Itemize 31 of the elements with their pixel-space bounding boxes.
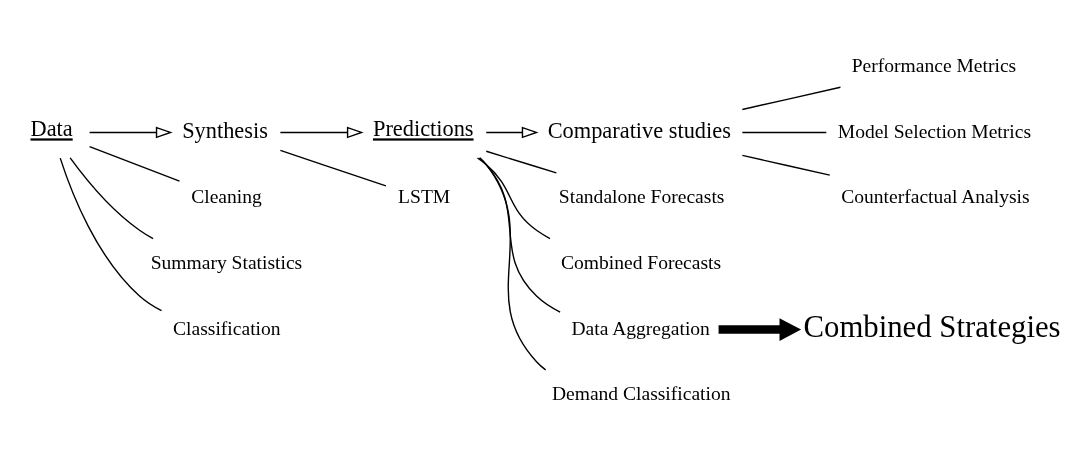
node-text: Data	[30, 116, 73, 142]
connector	[741, 86, 842, 111]
connector	[479, 157, 547, 371]
node-text: Comparative studies	[547, 117, 731, 143]
node-text: Performance Metrics	[851, 54, 1017, 76]
node-text: Cleaning	[191, 186, 262, 208]
connector	[279, 149, 387, 187]
connector	[478, 157, 561, 313]
node-text: Standalone Forecasts	[558, 186, 725, 208]
node-text: Counterfactual Analysis	[841, 186, 1030, 208]
node-text: Model Selection Metrics	[837, 120, 1032, 142]
node-text: Predictions	[372, 116, 474, 142]
connector	[59, 157, 163, 312]
connector	[69, 157, 154, 240]
connector	[741, 154, 831, 176]
arrow	[88, 126, 173, 139]
node-text: Combined Forecasts	[560, 252, 722, 274]
connector	[88, 145, 181, 182]
node-text: Combined Strategies	[803, 310, 1061, 345]
node-text: Summary Statistics	[150, 252, 303, 274]
node-text: LSTM	[398, 186, 451, 208]
node-text: Classification	[173, 317, 281, 339]
connector	[485, 150, 558, 174]
arrow	[718, 318, 802, 341]
connector	[741, 131, 827, 134]
connector	[476, 157, 551, 240]
arrow	[279, 126, 364, 139]
node-text: Data Aggregation	[571, 317, 710, 339]
arrow	[485, 126, 539, 139]
node-text: Synthesis	[182, 117, 268, 143]
node-text: Demand Classification	[551, 383, 731, 405]
